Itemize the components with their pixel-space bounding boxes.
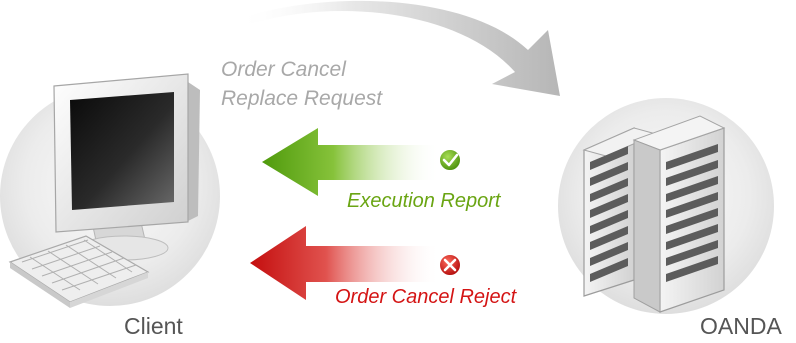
request-arrow (236, 0, 560, 96)
order-cancel-reject-label: Order Cancel Reject (335, 286, 517, 308)
check-icon (438, 148, 462, 172)
server-label: OANDA (700, 313, 782, 339)
execution-arrow (262, 128, 440, 196)
cross-icon (438, 253, 462, 277)
request-label-line2: Replace Request (221, 87, 383, 110)
server-rack-icon (582, 115, 726, 313)
request-label-line1: Order Cancel (221, 58, 346, 81)
reject-arrow (250, 226, 440, 300)
client-label: Client (124, 313, 183, 339)
client-computer-icon (8, 73, 200, 308)
execution-report-label: Execution Report (347, 190, 501, 212)
